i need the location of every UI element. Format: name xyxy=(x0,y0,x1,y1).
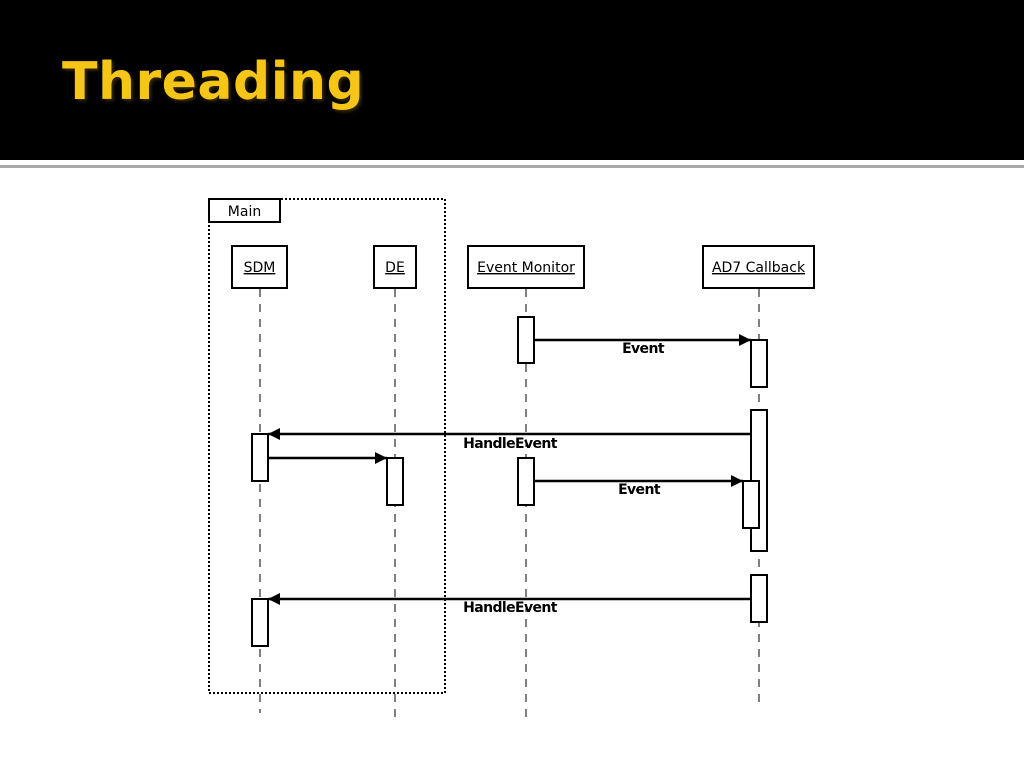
slide-title: Threading xyxy=(62,52,365,112)
participant-ad7-callback: AD7 Callback xyxy=(702,245,815,289)
messages xyxy=(268,334,751,605)
participant-event-monitor-box xyxy=(467,245,585,289)
participant-de-label: DE xyxy=(385,260,405,276)
ad7-callback-activation-nested xyxy=(742,480,760,529)
event-monitor-activation-1 xyxy=(517,316,535,364)
event-monitor-activation-2 xyxy=(517,457,535,506)
participant-ad7-callback-box xyxy=(702,245,815,289)
ad7-callback-activation-3 xyxy=(750,574,768,623)
message-event-1-label: Event xyxy=(622,341,665,357)
de-activation-1 xyxy=(386,457,404,506)
message-event-2-label: Event xyxy=(618,482,661,498)
participant-event-monitor-label: Event Monitor xyxy=(477,260,575,276)
main-frame-label: Main xyxy=(228,204,261,220)
participant-de: DE xyxy=(373,245,417,289)
title-divider-shadow xyxy=(0,165,1024,168)
main-thread-frame: Main xyxy=(208,198,446,694)
participant-ad7-callback-label: AD7 Callback xyxy=(712,260,806,276)
message-handle-event-1-label: HandleEvent xyxy=(463,436,558,452)
title-divider xyxy=(0,160,1024,163)
sdm-activation-2 xyxy=(251,598,269,647)
participant-sdm-label: SDM xyxy=(244,260,276,276)
participant-sdm: SDM xyxy=(231,245,288,289)
participant-sdm-box xyxy=(231,245,288,289)
lifelines xyxy=(259,289,760,717)
participant-event-monitor: Event Monitor xyxy=(467,245,585,289)
main-frame-tab xyxy=(208,198,281,223)
activation-bars xyxy=(251,316,768,647)
message-handle-event-2-label: HandleEvent xyxy=(463,600,558,616)
sdm-activation-1 xyxy=(251,433,269,482)
participant-de-box xyxy=(373,245,417,289)
title-bar xyxy=(0,0,1024,160)
ad7-callback-activation-1 xyxy=(750,339,768,388)
main-frame-border xyxy=(208,198,446,694)
